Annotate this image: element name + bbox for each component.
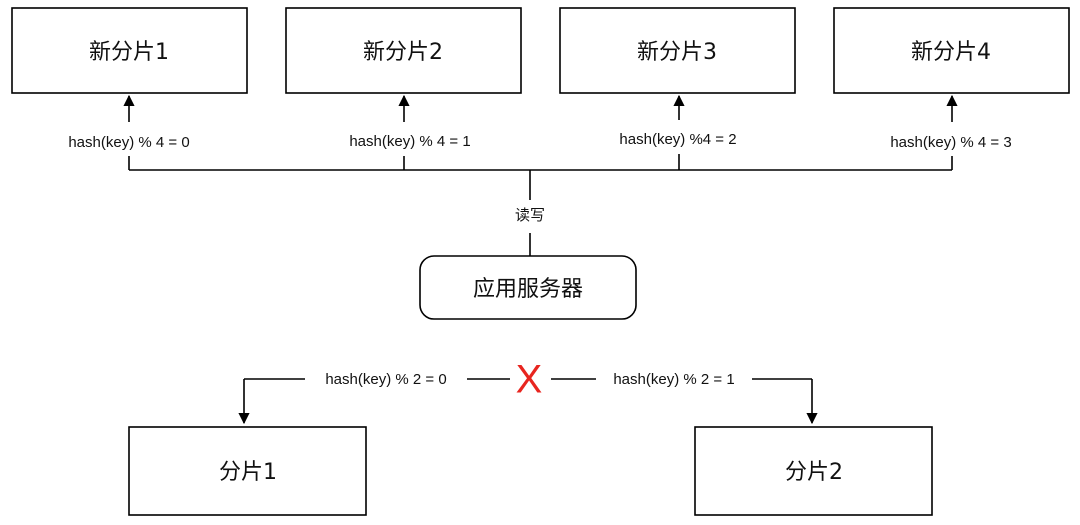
new-shard-2-label: 新分片2 bbox=[363, 40, 443, 65]
old-shard-2-label: 分片2 bbox=[785, 460, 843, 485]
new-shard-2-box bbox=[285, 7, 522, 94]
new-shard-3-rule: hash(key) %4 = 2 bbox=[619, 131, 736, 148]
new-shard-2-rule: hash(key) % 4 = 1 bbox=[349, 133, 470, 150]
blocked-x-icon: X bbox=[516, 358, 543, 402]
new-shard-4-label: 新分片4 bbox=[911, 40, 991, 65]
new-shard-4-rule: hash(key) % 4 = 3 bbox=[890, 134, 1011, 151]
new-shard-1-rule: hash(key) % 4 = 0 bbox=[68, 134, 189, 151]
old-shard-1-rule: hash(key) % 2 = 0 bbox=[325, 371, 446, 388]
new-shard-1-box bbox=[11, 7, 248, 94]
app-server-label: 应用服务器 bbox=[473, 277, 583, 302]
new-shard-3-box bbox=[559, 7, 796, 94]
new-shard-4-box bbox=[833, 7, 1070, 94]
old-shard-1-box bbox=[128, 426, 367, 516]
old-shard-1-label: 分片1 bbox=[219, 460, 277, 485]
old-shard-2-box bbox=[694, 426, 933, 516]
old-shard-2-rule: hash(key) % 2 = 1 bbox=[613, 371, 734, 388]
new-shard-1-label: 新分片1 bbox=[89, 40, 169, 65]
app-server-box bbox=[419, 255, 637, 320]
new-shard-3-label: 新分片3 bbox=[637, 40, 717, 65]
read-write-label: 读写 bbox=[515, 206, 545, 224]
